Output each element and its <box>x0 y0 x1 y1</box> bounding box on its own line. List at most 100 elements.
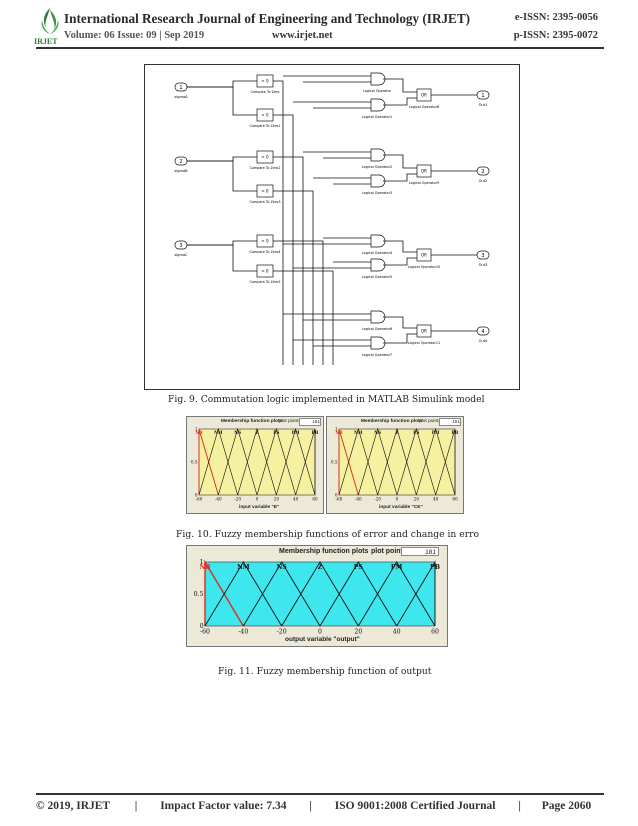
mf-line-nm <box>338 427 378 496</box>
mf-label-z: Z <box>255 430 258 435</box>
mf-label-pb: PB <box>430 564 440 571</box>
x-tick-label: -60 <box>336 497 343 502</box>
x-tick-label: 60 <box>312 497 318 502</box>
y-tick-label: 0 <box>335 492 338 497</box>
journal-website: www.irjet.net <box>272 30 333 41</box>
mf-label-pm: PM <box>292 430 300 435</box>
mf-line-pb <box>435 428 456 496</box>
input-to-compare <box>187 86 257 116</box>
mf-label-ps: PS <box>413 430 419 435</box>
fig10-left-plotpoints-label: plot points: <box>279 419 303 424</box>
fig11-panel: Membership function plots plot points: 1… <box>186 545 448 647</box>
x-tick-label: -20 <box>234 497 241 502</box>
inport-label: sigmaC <box>174 253 188 257</box>
p-issn: p-ISSN: 2395-0072 <box>513 30 598 41</box>
mf-label-nm: NM <box>237 564 250 571</box>
mf-line-nb <box>204 559 244 627</box>
inport-label: sigmaB <box>174 169 188 173</box>
and-label: Logical Operator4 <box>362 251 392 255</box>
header-rule <box>36 47 604 49</box>
and-to-or <box>383 154 417 169</box>
fig11-xlabel: output variable "output" <box>285 636 360 643</box>
and-to-or <box>383 257 417 266</box>
fig10-panel-left: Membership function plots plot points: 1… <box>186 416 324 514</box>
compare-label: Compare To Zero <box>251 90 280 94</box>
x-tick-label: 20 <box>354 629 362 636</box>
and-label: Logical Operator3 <box>362 191 392 195</box>
x-tick-label: 40 <box>293 497 299 502</box>
compare-sym: > 0 <box>261 79 269 84</box>
logo-text: IRJET <box>34 37 58 46</box>
compare-sym: < 0 <box>261 189 269 194</box>
and-gate <box>370 72 386 86</box>
and-gate <box>370 336 386 350</box>
compare-label: Compare To Zero5 <box>249 280 280 284</box>
y-tick-label: 0.5 <box>331 459 338 464</box>
fig10-right-title: Membership function plots <box>361 419 423 424</box>
x-tick-label: 0 <box>318 629 322 636</box>
footer-rule <box>36 793 604 795</box>
compare-bus <box>273 114 294 365</box>
mf-label-ns: NS <box>374 430 381 435</box>
and-to-or <box>383 173 417 182</box>
outport-2 <box>476 166 490 176</box>
fig10-left-xlabel: input variable "E" <box>239 505 280 510</box>
fig10-panel-right: Membership function plots plot points: 1… <box>326 416 464 514</box>
footer-sep-3: | <box>518 800 521 812</box>
outport-label: Out2 <box>479 179 488 183</box>
and-label: Logical Operator5 <box>362 275 392 279</box>
x-tick-label: -40 <box>238 629 248 636</box>
mf-line-z <box>377 427 417 496</box>
y-tick-label: 0.5 <box>194 591 204 598</box>
and-gate <box>370 234 386 248</box>
outport-num: 1 <box>481 93 484 99</box>
or-sym: OR <box>421 93 427 98</box>
e-issn: e-ISSN: 2395-0056 <box>514 12 598 23</box>
and-to-or <box>383 316 417 329</box>
y-tick-label: 0 <box>200 623 204 630</box>
mf-label-pb: PB <box>452 430 459 435</box>
mf-line-z <box>281 561 359 627</box>
x-tick-label: 0 <box>396 497 399 502</box>
mf-line-nm <box>204 561 283 627</box>
input-to-compare <box>187 160 257 192</box>
footer-impact-factor: Impact Factor value: 7.34 <box>160 800 287 812</box>
fig11-plotpoints-field[interactable]: 181 <box>401 547 439 556</box>
footer-page: Page 2060 <box>541 800 592 812</box>
x-tick-label: -60 <box>200 629 210 636</box>
mf-label-pb: PB <box>312 430 319 435</box>
fig10-right-xlabel: input variable "CE" <box>379 505 423 510</box>
mf-label-nb: NB <box>335 430 343 435</box>
mf-label-ns: NS <box>277 564 288 571</box>
outport-num: 3 <box>481 253 484 259</box>
fig10-left-plotpoints-field[interactable]: 181 <box>299 418 321 426</box>
mf-label-z: Z <box>318 564 323 571</box>
y-tick-label: 0.5 <box>191 459 198 464</box>
inport-num: 2 <box>179 159 182 165</box>
and-to-or <box>383 78 417 93</box>
mf-line-pm <box>416 427 456 496</box>
outport-label: Out1 <box>479 103 488 107</box>
fig10-caption: Fig. 10. Fuzzy membership functions of e… <box>176 529 480 540</box>
mf-line-pb <box>295 428 316 496</box>
outport-label: Out3 <box>479 263 488 267</box>
mf-line-nb <box>198 428 219 496</box>
outport-3 <box>476 250 490 260</box>
outport-label: Out4 <box>479 339 489 343</box>
outport-4 <box>476 326 490 336</box>
outport-num: 2 <box>481 169 484 175</box>
or-sym: OR <box>421 169 427 174</box>
compare-label: Compare To Zero3 <box>249 200 280 204</box>
and-gate <box>370 98 386 112</box>
mf-line-ns <box>358 427 398 496</box>
compare-sym: < 0 <box>261 269 269 274</box>
or-label: Logical Operator8 <box>409 105 439 109</box>
y-tick-label: 0 <box>195 492 198 497</box>
fig10-right-plotpoints-field[interactable]: 181 <box>439 418 461 426</box>
and-gate <box>370 310 386 324</box>
mf-line-pb <box>396 560 436 627</box>
fig9-caption: Fig. 9. Commutation logic implemented in… <box>168 394 485 405</box>
